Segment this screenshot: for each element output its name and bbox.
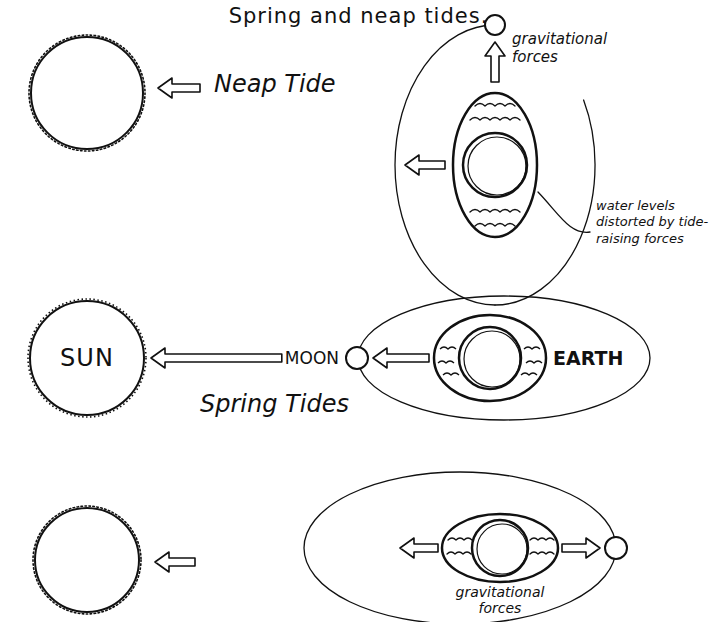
earth-node: EARTH [432,313,623,403]
water-wave [470,118,520,121]
force-arrow [151,348,282,368]
earth-globe [468,137,526,195]
sun-fuzz [33,506,141,614]
leader-line [538,192,590,232]
earth-globe [463,133,527,197]
earth-figure [432,313,548,403]
moon-shape [344,345,370,371]
sun-outline [35,508,139,612]
water-wave [447,552,471,554]
sun-outline [31,37,143,149]
water-wave [470,210,520,213]
earth-globe [472,520,528,576]
water-wave [475,104,515,107]
earth-shape [432,313,548,403]
moon-circle [605,537,627,559]
earth-label: EARTH [553,347,623,369]
force-arrow [562,538,600,558]
tide-label: Neap Tide [214,70,336,99]
force-arrow [373,348,429,368]
force-label: gravitational forces [445,584,555,616]
water-wave [475,224,515,227]
force-label: gravitational forces [512,30,624,66]
moon-orbit [358,296,650,420]
sun-fuzz [29,35,145,151]
earth-globe [477,524,527,574]
force-arrow [400,538,438,558]
water-wave [448,538,472,540]
diagram-title: Spring and neap tides. [0,4,717,28]
force-arrow [158,78,200,98]
force-arrow [405,155,445,175]
water-wave [530,538,554,540]
earth-water [453,93,537,237]
water-wave [530,552,554,554]
moon-orbit [304,472,616,622]
force-arrow [485,42,505,82]
force-arrow [155,552,195,572]
sun-node: SUN [26,297,148,419]
moon-label: MOON [285,348,339,368]
earth-water [442,514,558,582]
tide-label: Spring Tides [200,390,349,419]
moon-node: MOON [285,345,370,371]
moon-circle [344,345,370,371]
note-label: water levels distorted by tide-raising f… [596,198,710,247]
sun-label: SUN [60,344,114,372]
